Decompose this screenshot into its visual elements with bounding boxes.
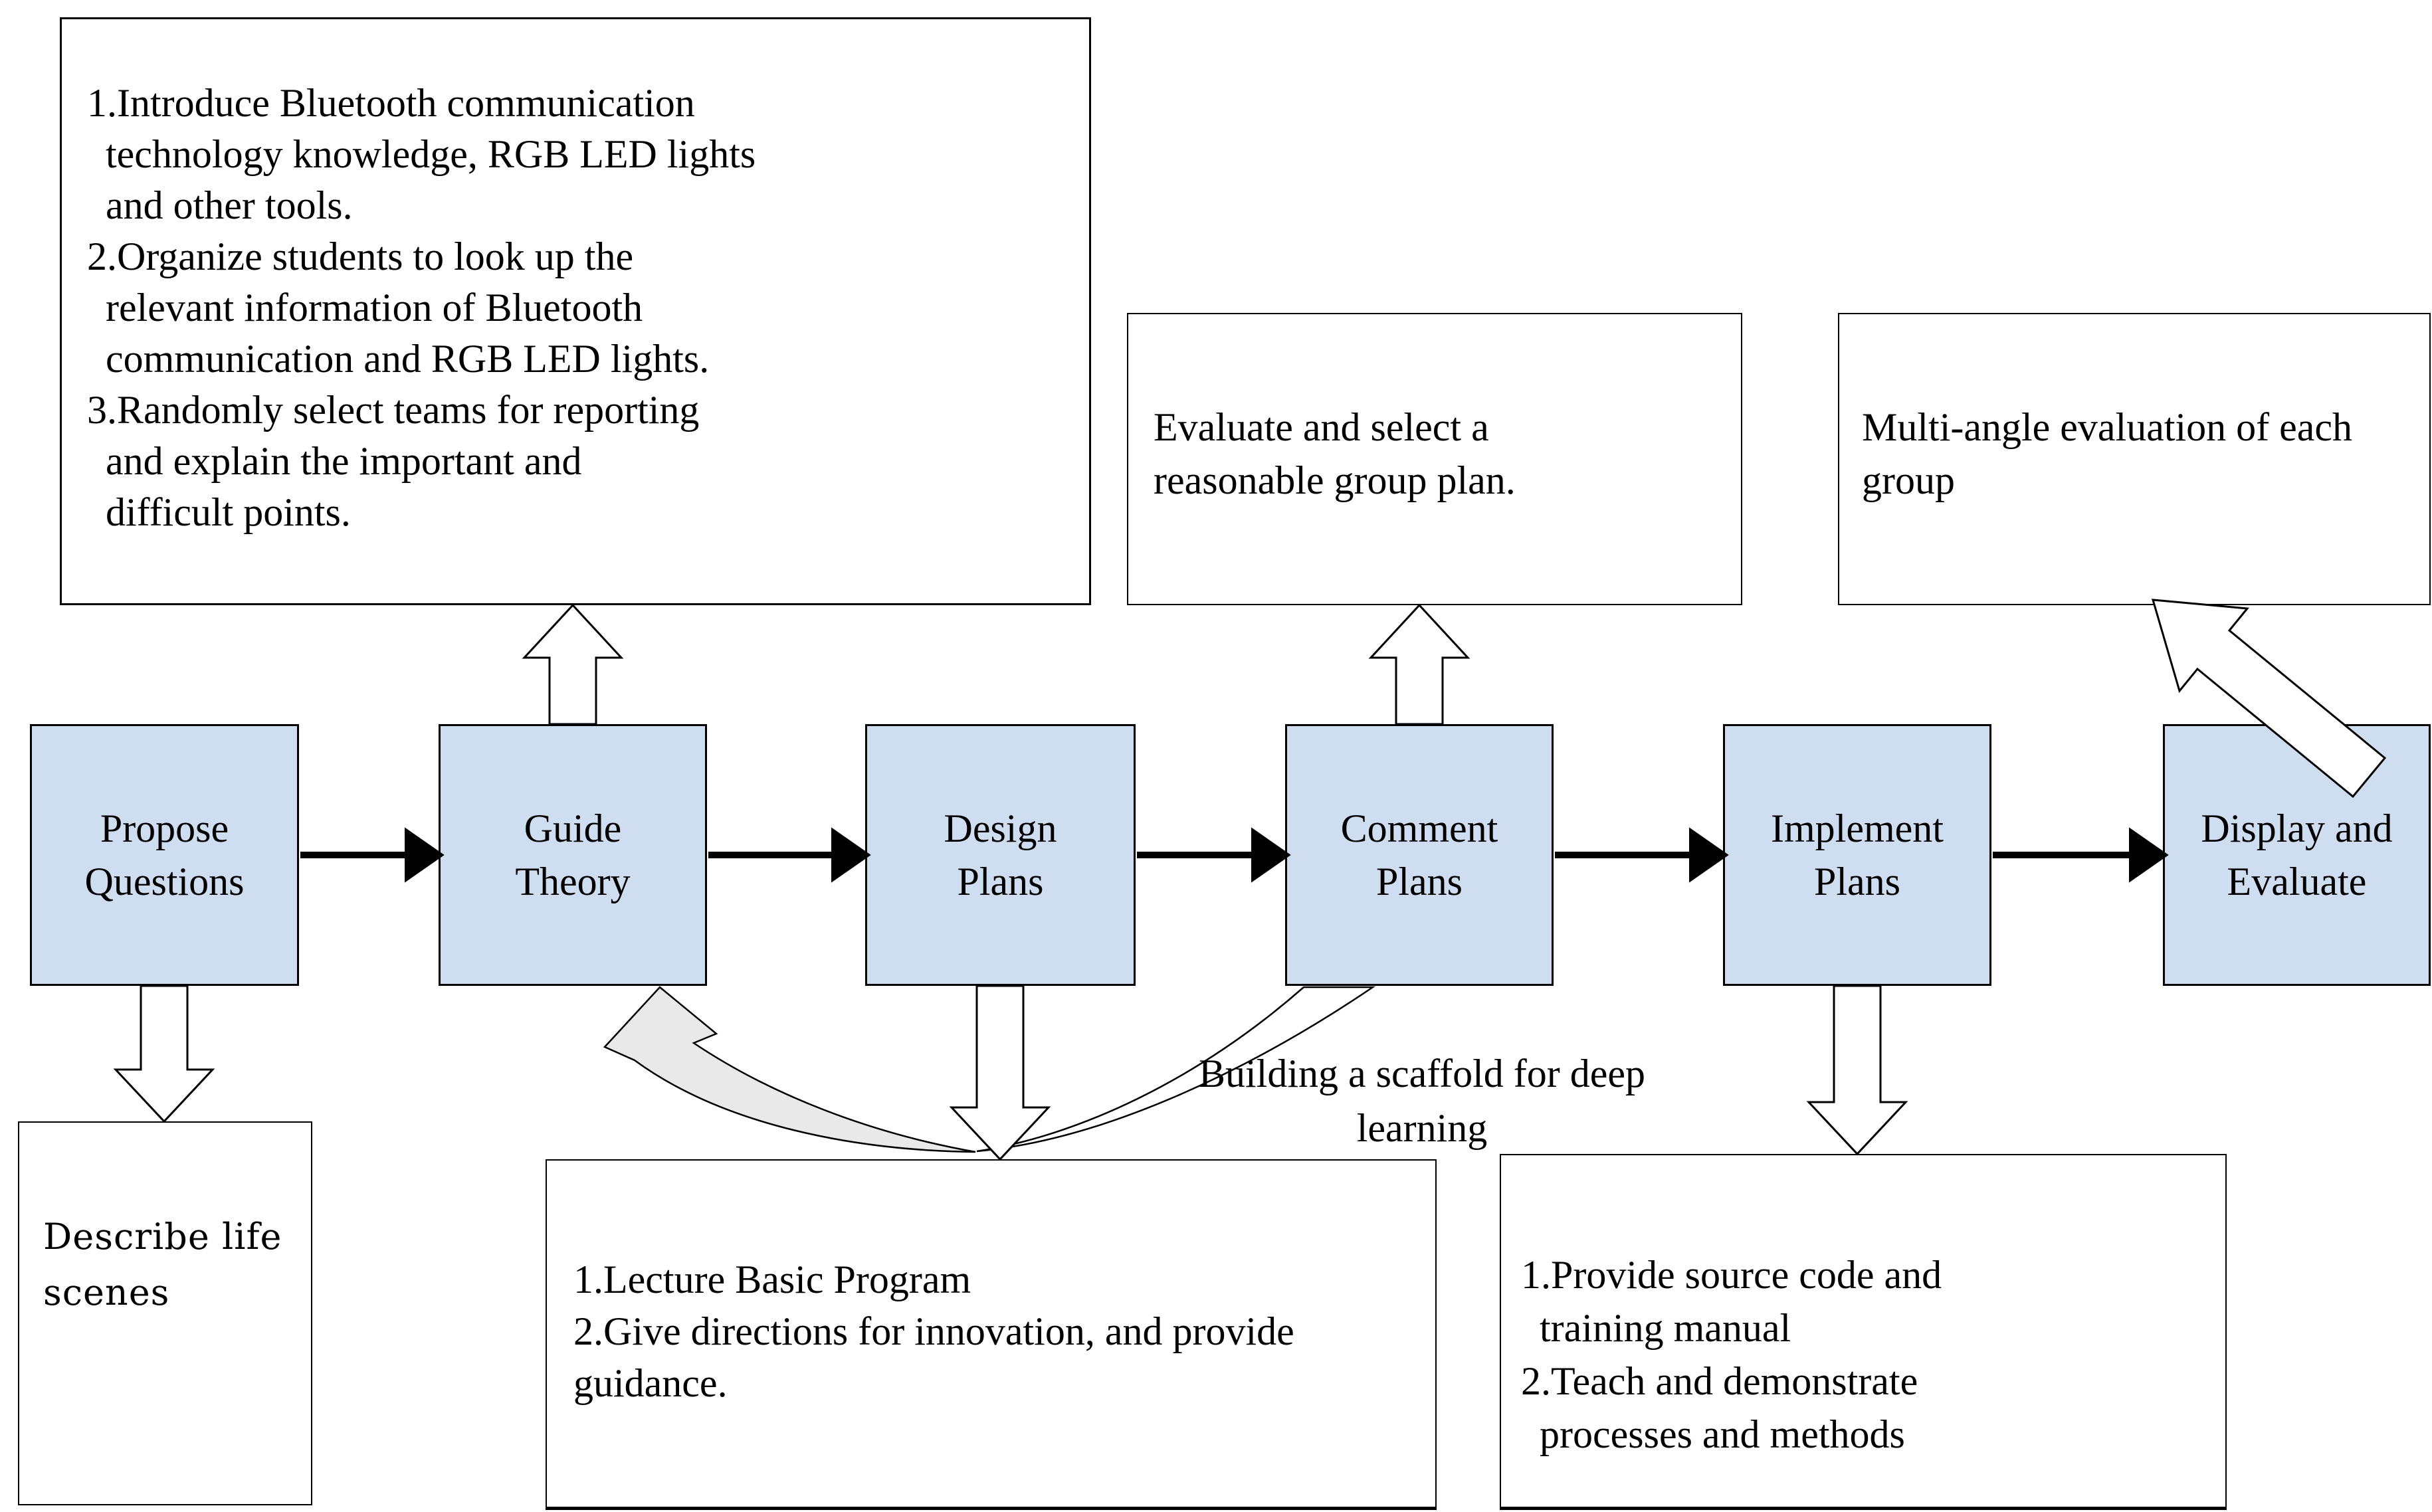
note-line: Describe life (43, 1216, 282, 1258)
note-text: Describe life scenes (19, 1123, 311, 1321)
down-arrow-propose-to-describe (113, 985, 215, 1123)
flow-box-guide-theory: Guide Theory (439, 724, 707, 986)
label-line: Evaluate (2227, 860, 2367, 903)
note-line: Multi-angle evaluation of each (1862, 405, 2353, 449)
arrow-propose-to-guide-head (405, 827, 445, 883)
flow-box-label: Guide Theory (515, 802, 630, 908)
note-line: and other tools. (106, 183, 353, 227)
note-line: difficult points. (106, 490, 351, 534)
note-line: group (1862, 458, 1955, 502)
flow-box-comment-plans: Comment Plans (1285, 724, 1554, 986)
label-line: Implement (1771, 806, 1944, 850)
flow-box-display-evaluate: Display and Evaluate (2163, 724, 2431, 986)
label-line: Design (944, 806, 1057, 850)
flow-box-propose-questions: Propose Questions (30, 724, 299, 986)
note-evaluate-plan: Evaluate and select a reasonable group p… (1127, 313, 1742, 605)
arrow-guide-to-design-head (831, 827, 871, 883)
note-line: relevant information of Bluetooth (106, 286, 643, 330)
label-line: Guide (524, 806, 622, 850)
down-arrow-design-to-note (949, 985, 1051, 1161)
label-line: Display and (2201, 806, 2393, 850)
up-arrow-comment-plans-to-note (1368, 603, 1470, 725)
feedback-swoosh-to-guide-theory-arrow (603, 986, 976, 1153)
note-line: training manual (1540, 1306, 1791, 1350)
note-guide-theory-details: 1.Introduce Bluetooth communication tech… (60, 17, 1091, 605)
note-text: 1.Lecture Basic Program 2.Give direction… (547, 1161, 1435, 1409)
note-line: guidance. (573, 1361, 728, 1405)
note-line: 2.Organize students to look up the (87, 235, 634, 278)
down-arrow-implement-to-note (1806, 985, 1908, 1156)
note-line: 1.Introduce Bluetooth communication (87, 81, 695, 125)
note-line: 2.Teach and demonstrate (1521, 1359, 1918, 1403)
note-line: 3.Randomly select teams for reporting (87, 388, 700, 432)
scaffold-label: Building a scaffold for deep learning (1130, 1046, 1714, 1155)
up-arrow-guide-theory-to-note (522, 603, 624, 725)
note-line: and explain the important and (106, 439, 582, 483)
flow-box-implement-plans: Implement Plans (1723, 724, 1991, 986)
arrow-implement-to-display-head (2129, 827, 2169, 883)
note-line: 2.Give directions for innovation, and pr… (573, 1309, 1294, 1353)
note-describe-life-scenes: Describe life scenes (18, 1121, 312, 1505)
note-multi-angle-evaluation: Multi-angle evaluation of each group (1838, 313, 2431, 605)
flow-box-label: Design Plans (944, 802, 1057, 908)
flow-box-label: Implement Plans (1771, 802, 1944, 908)
note-line: Evaluate and select a (1154, 405, 1489, 449)
flow-box-label: Display and Evaluate (2201, 802, 2392, 908)
label-line: Building a scaffold for deep (1198, 1052, 1646, 1095)
flow-box-label: Comment Plans (1341, 802, 1498, 908)
label-line: Propose (100, 806, 229, 850)
label-line: Plans (957, 860, 1044, 903)
arrow-design-to-comment-head (1251, 827, 1291, 883)
note-lecture-program: 1.Lecture Basic Program 2.Give direction… (546, 1159, 1437, 1510)
note-text: Evaluate and select a reasonable group p… (1128, 314, 1741, 507)
note-text: Multi-angle evaluation of each group (1839, 314, 2429, 507)
note-line: scenes (43, 1272, 170, 1313)
note-line: 1.Provide source code and (1521, 1253, 1942, 1297)
note-provide-source-code: 1.Provide source code and training manua… (1500, 1154, 2227, 1510)
arrow-comment-to-implement-head (1689, 827, 1729, 883)
label-line: Questions (84, 860, 245, 903)
label-line: Plans (1813, 860, 1900, 903)
label-line: Plans (1375, 860, 1463, 903)
note-text: 1.Provide source code and training manua… (1501, 1155, 2225, 1461)
note-line: processes and methods (1540, 1412, 1905, 1456)
label-line: learning (1356, 1106, 1488, 1150)
note-text: 1.Introduce Bluetooth communication tech… (62, 19, 1089, 538)
note-line: 1.Lecture Basic Program (573, 1258, 971, 1301)
label-line: Comment (1340, 806, 1498, 850)
note-line: communication and RGB LED lights. (106, 337, 710, 381)
flow-box-label: Propose Questions (85, 802, 245, 908)
flow-box-design-plans: Design Plans (865, 724, 1136, 986)
note-line: reasonable group plan. (1154, 458, 1516, 502)
note-line: technology knowledge, RGB LED lights (106, 132, 756, 176)
label-line: Theory (515, 860, 631, 903)
